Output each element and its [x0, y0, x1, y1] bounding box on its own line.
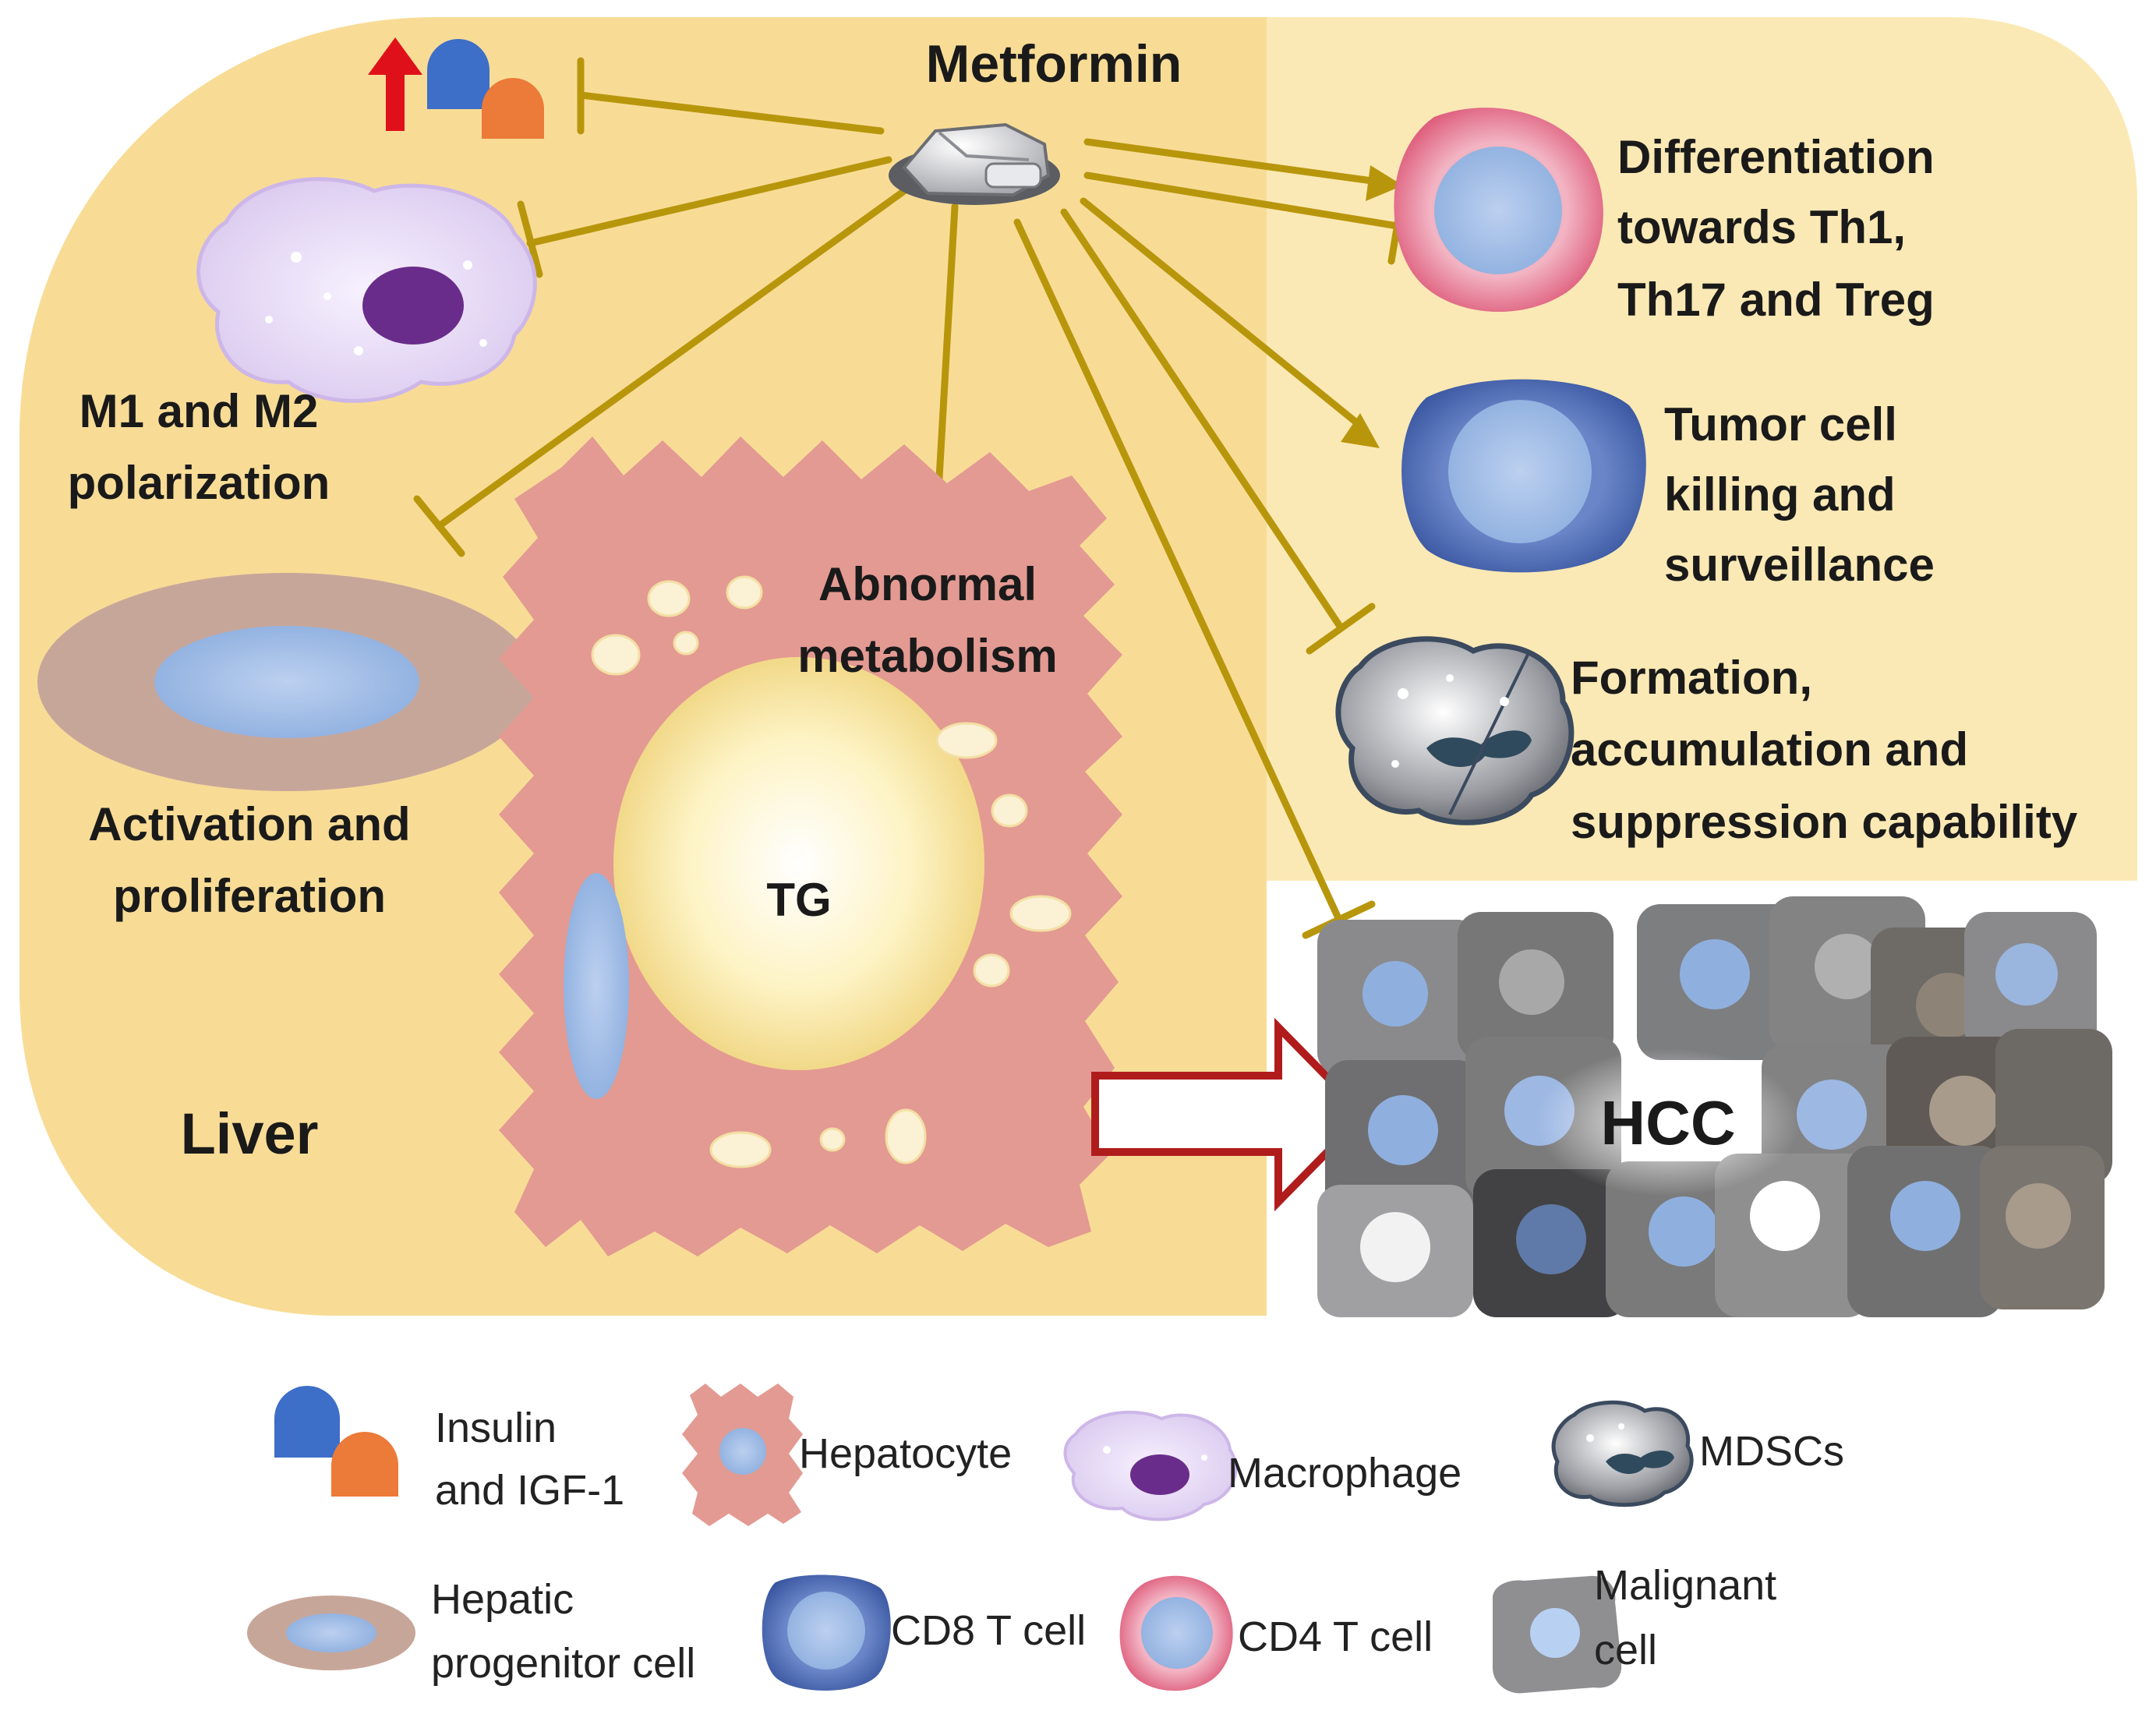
- promote-arrowheads: [1341, 165, 1403, 448]
- abnormal-label-line2: metabolism: [797, 630, 1057, 682]
- tg-label: TG: [766, 874, 831, 926]
- formation-label-line2: accumulation and: [1571, 723, 1968, 776]
- legend-hepatic-progenitor-icon: [247, 1596, 415, 1670]
- legend-insulin-igf1-icon: [274, 1386, 398, 1497]
- macrophage-cell: [196, 177, 537, 403]
- cd4-t-cell: [1394, 108, 1603, 313]
- activation-label-line1: Activation and: [88, 798, 410, 850]
- insulin-igf1-icon: [427, 39, 544, 139]
- tumor-label-line2: killing and: [1664, 468, 1896, 521]
- activation-label-line2: proliferation: [113, 870, 386, 922]
- tumor-label-line3: surveillance: [1664, 539, 1935, 591]
- malignant-cells-front: [1317, 1146, 2105, 1317]
- m1m2-label-line1: M1 and M2: [80, 385, 319, 437]
- legend-malignant-icon: [1493, 1575, 1622, 1694]
- hcc-label: HCC: [1600, 1088, 1735, 1157]
- legend-macrophage-label: Macrophage: [1228, 1450, 1461, 1497]
- liver-label: Liver: [181, 1101, 319, 1166]
- metformin-pill-icon: [889, 122, 1060, 205]
- legend-cd4-label: CD4 T cell: [1238, 1613, 1433, 1660]
- legend: Insulin and IGF-1 Hepatocyte Macrophage …: [247, 1384, 1844, 1694]
- diff-label-line2: towards Th1,: [1617, 201, 1906, 253]
- legend-macrophage-icon: [1063, 1410, 1238, 1521]
- legend-cd8-label: CD8 T cell: [891, 1607, 1086, 1654]
- legend-hepatocyte-label: Hepatocyte: [799, 1430, 1012, 1477]
- legend-mdsc-icon: [1551, 1400, 1694, 1507]
- diff-label-line3: Th17 and Treg: [1617, 274, 1935, 326]
- legend-insulin-label-line2: and IGF-1: [435, 1467, 624, 1514]
- abnormal-label-line1: Abnormal: [818, 558, 1037, 610]
- formation-label-line1: Formation,: [1571, 652, 1812, 704]
- legend-malignant-label-line2: cell: [1594, 1627, 1657, 1673]
- mdsc-cell: [1335, 636, 1575, 825]
- legend-malignant-label-line1: Malignant: [1594, 1562, 1776, 1609]
- legend-mdscs-label: MDSCs: [1699, 1428, 1844, 1475]
- legend-hpc-label-line1: Hepatic: [431, 1576, 574, 1623]
- metformin-label: Metformin: [926, 34, 1182, 94]
- hepatocyte-cell: [499, 436, 1122, 1256]
- progression-arrow: [1091, 1017, 1370, 1212]
- hepatic-progenitor-cell: [37, 573, 536, 791]
- legend-hpc-label-line2: progenitor cell: [431, 1640, 695, 1687]
- formation-label-line3: suppression capability: [1571, 796, 2078, 848]
- legend-cd4-icon: [1119, 1575, 1233, 1691]
- legend-hepatocyte-icon: [682, 1384, 803, 1526]
- tumor-label-line1: Tumor cell: [1664, 398, 1897, 451]
- hcc-tumor-cluster: [1317, 896, 2112, 1317]
- up-arrow-icon: [368, 37, 422, 131]
- diff-label-line1: Differentiation: [1617, 131, 1935, 183]
- legend-insulin-label-line1: Insulin: [435, 1405, 557, 1451]
- cd8-t-cell: [1401, 379, 1646, 573]
- m1m2-label-line2: polarization: [68, 457, 330, 509]
- legend-cd8-icon: [762, 1574, 891, 1691]
